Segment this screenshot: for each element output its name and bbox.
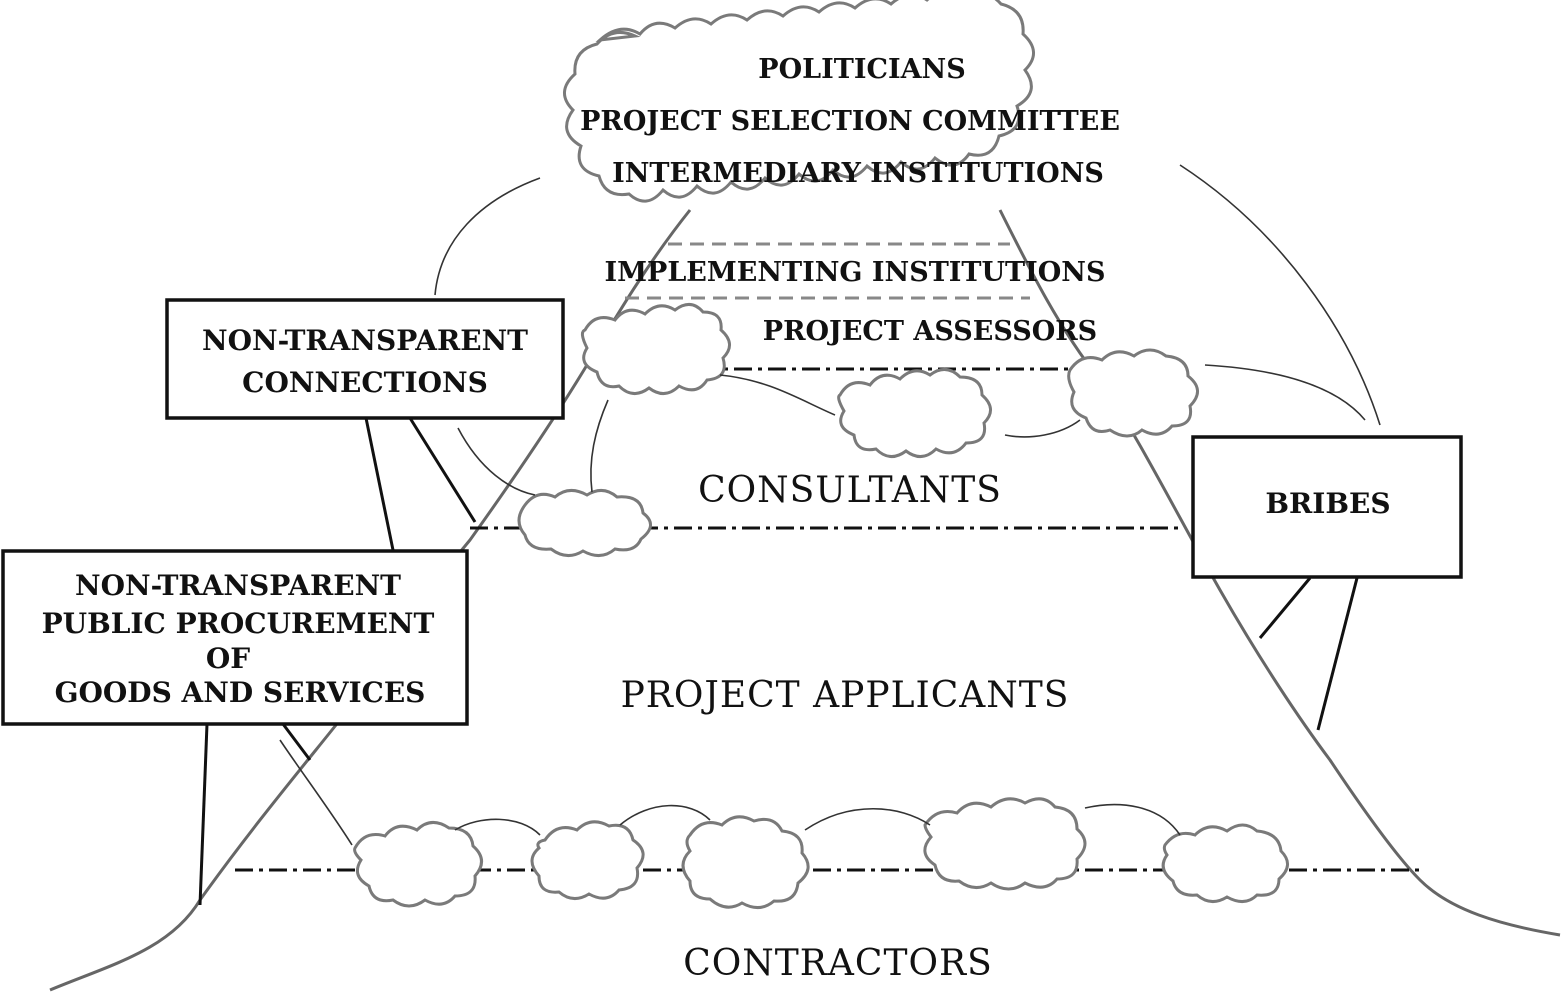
bribes-leader-1 [1258, 577, 1312, 639]
cloud-right-upper [1067, 348, 1199, 438]
connection-curve-clouds-right [1004, 419, 1081, 438]
top-cloud [563, 0, 1035, 203]
procurement-leader-1 [198, 723, 209, 906]
box-line-2: CONNECTIONS [242, 366, 488, 399]
label-implementing-institutions: IMPLEMENTING INSTITUTIONS [605, 257, 1106, 288]
connection-curve-top-left [434, 177, 541, 296]
connections-leader-2 [408, 417, 477, 523]
connection-curve-cloud-to-consultants [590, 399, 609, 493]
label-intermediary-institutions: INTERMEDIARY INSTITUTIONS [612, 158, 1104, 189]
mountain-right-slope [998, 209, 1561, 937]
connection-curve-bottom-4 [1084, 803, 1181, 836]
label-consultants: CONSULTANTS [698, 470, 1002, 511]
box-non-transparent-connections: NON-TRANSPARENT CONNECTIONS [165, 298, 565, 420]
box-non-transparent-procurement: NON-TRANSPARENT PUBLIC PROCUREMENT OF GO… [1, 549, 469, 726]
bribes-leader-2 [1316, 577, 1359, 731]
box-line-2: PUBLIC PROCUREMENT [42, 607, 435, 640]
box-frame [1, 549, 469, 726]
cloud-bottom-4 [923, 797, 1087, 891]
box-frame [165, 298, 565, 420]
connection-curve-clouds-mid [719, 374, 836, 416]
box-line-1: NON-TRANSPARENT [75, 569, 401, 602]
connection-curve-bottom-2 [619, 804, 711, 826]
cloud-consultants [517, 489, 652, 557]
label-project-selection-committee: PROJECT SELECTION COMMITTEE [580, 106, 1120, 137]
label-project-assessors: PROJECT ASSESSORS [763, 316, 1097, 347]
box-bribes: BRIBES [1191, 435, 1463, 579]
label-contractors: CONTRACTORS [683, 943, 993, 984]
box-line-3: OF [206, 642, 250, 675]
connection-curve-bottom-3 [804, 807, 931, 831]
box-line-1: BRIBES [1265, 487, 1390, 520]
connection-curve-bottom-1 [454, 818, 541, 836]
connection-curve-top-right [1179, 164, 1381, 426]
box-line-4: GOODS AND SERVICES [55, 676, 426, 709]
cloud-mid [837, 368, 992, 458]
procurement-leader-2 [281, 723, 312, 761]
cloud-bottom-2 [530, 820, 645, 900]
connection-curve-cloud-right [1204, 364, 1366, 421]
cloud-bottom-5 [1161, 823, 1289, 903]
cloud-left-upper [580, 303, 731, 395]
box-line-1: NON-TRANSPARENT [202, 324, 528, 357]
cloud-bottom-1 [353, 821, 483, 908]
connection-curve-procurement [279, 739, 353, 846]
connections-leader-1 [364, 417, 395, 551]
connection-curve-left-consultants [457, 427, 536, 496]
label-project-applicants: PROJECT APPLICANTS [621, 675, 1070, 716]
label-politicians: POLITICIANS [758, 54, 965, 85]
box-frame [1191, 435, 1463, 579]
cloud-bottom-3 [681, 815, 810, 909]
